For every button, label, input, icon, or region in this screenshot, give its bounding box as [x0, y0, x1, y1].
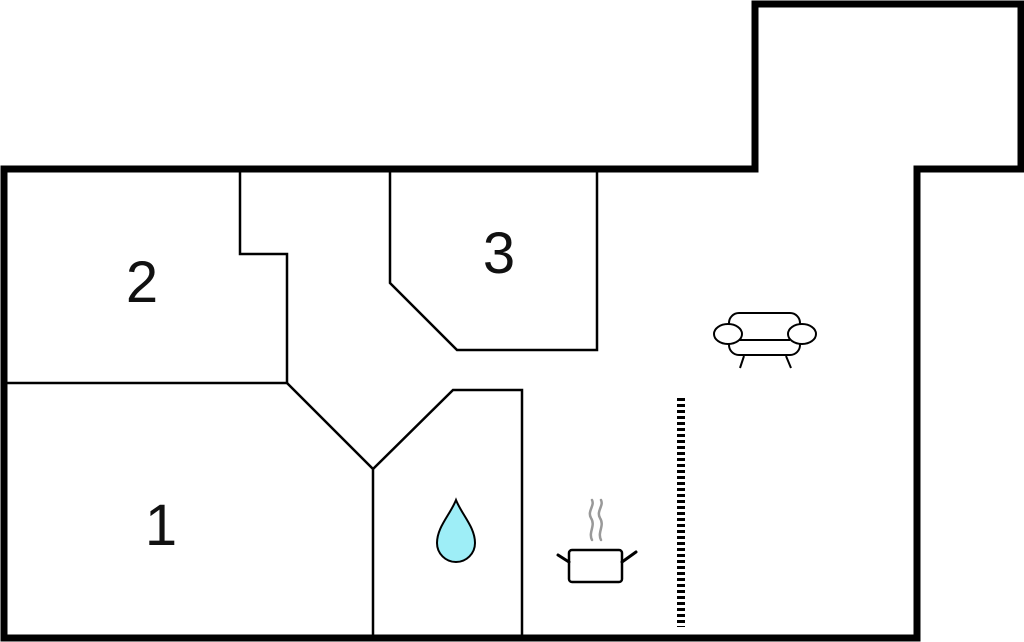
- cooking-pot-icon: [556, 498, 638, 584]
- room-label-2: 2: [126, 250, 158, 315]
- room-label-1: 1: [145, 493, 177, 558]
- room-label-3: 3: [483, 221, 515, 286]
- wall-room-1: [286, 382, 375, 636]
- water-drop-icon: [435, 497, 477, 563]
- wall-room-3: [388, 172, 599, 352]
- wall-room-2: [6, 172, 289, 385]
- sofa-icon: [713, 312, 817, 369]
- wall-bathroom: [372, 388, 524, 636]
